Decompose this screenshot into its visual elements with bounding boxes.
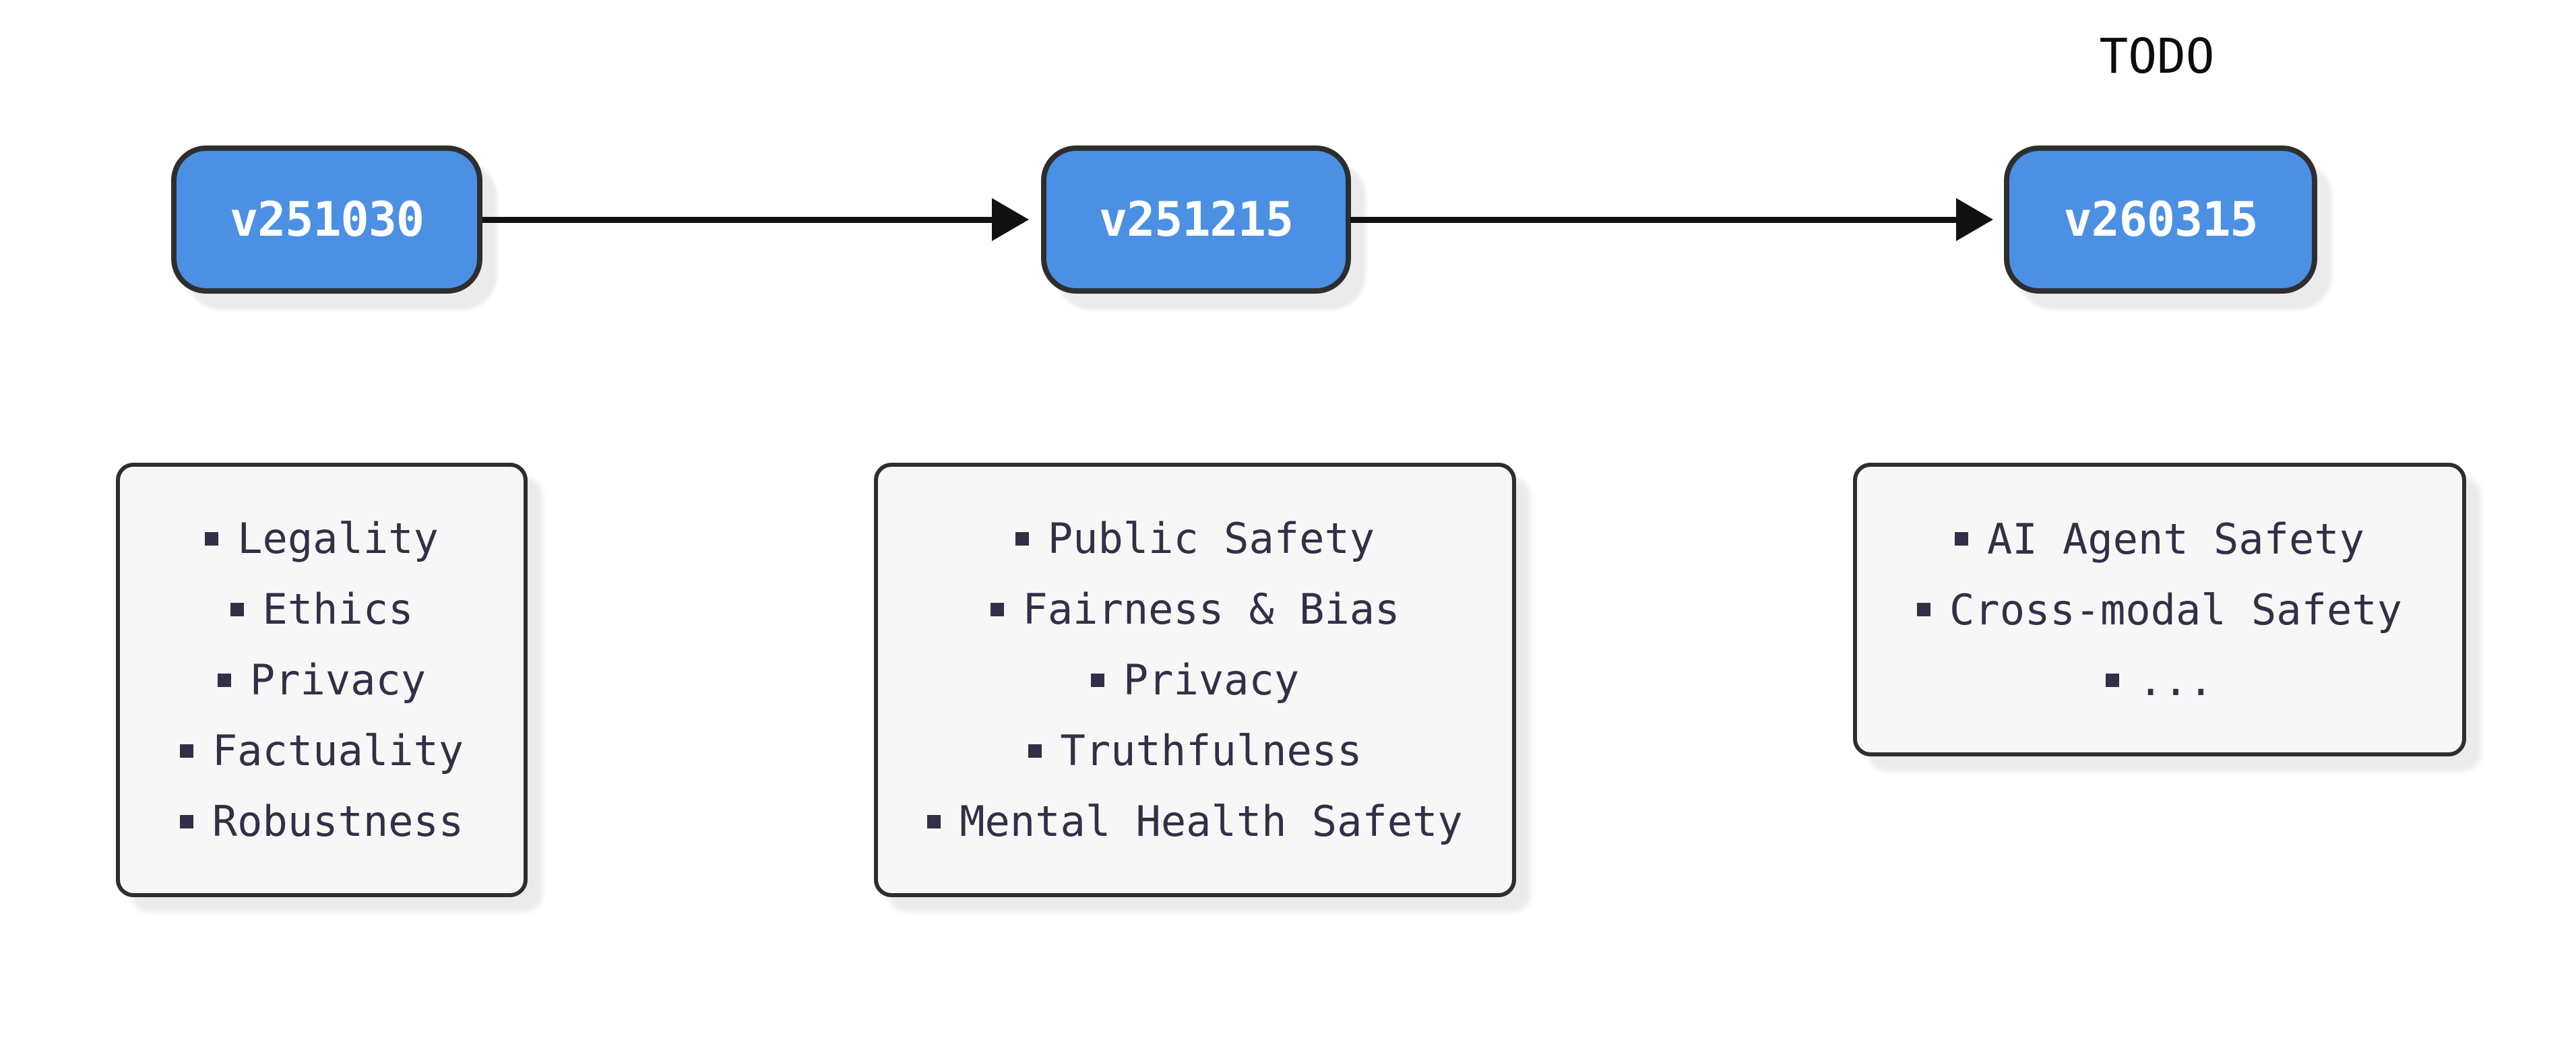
bullet-square-icon (1917, 603, 1931, 616)
edge-line-1 (482, 217, 992, 223)
list-item-label: Privacy (249, 655, 427, 705)
list-item: Mental Health Safety (927, 786, 1463, 857)
list-item: Legality (205, 503, 439, 574)
category-box-v260315: AI Agent Safety Cross-modal Safety ... (1853, 463, 2466, 756)
bullet-square-icon (179, 744, 193, 758)
node-v251215-label: v251215 (1098, 192, 1294, 247)
list-item: ... (2106, 645, 2213, 716)
list-item: Robustness (179, 786, 464, 857)
list-item-label: Truthfulness (1060, 726, 1362, 775)
category-box-v251030: Legality Ethics Privacy Factuality Robus… (116, 463, 528, 897)
list-item-label: Robustness (212, 797, 464, 846)
list-item: AI Agent Safety (1955, 504, 2364, 575)
bullet-square-icon (1015, 531, 1029, 546)
node-v260315: v260315 (2004, 145, 2317, 294)
todo-label: TODO (2099, 28, 2215, 84)
list-item: Fairness & Bias (990, 574, 1400, 645)
list-item-label: Factuality (212, 726, 464, 775)
category-box-v251215: Public Safety Fairness & Bias Privacy Tr… (874, 463, 1516, 897)
list-item-label: Mental Health Safety (960, 797, 1463, 846)
arrowhead-right-icon (1956, 198, 1993, 241)
node-v251030-label: v251030 (229, 192, 425, 247)
node-v260315-label: v260315 (2063, 192, 2258, 247)
list-item-label: Legality (237, 514, 439, 563)
bullet-square-icon (990, 602, 1004, 616)
arrowhead-right-icon (992, 198, 1029, 241)
list-item-label: AI Agent Safety (1987, 514, 2364, 564)
bullet-square-icon (2106, 674, 2119, 687)
list-item-label: ... (2138, 655, 2213, 705)
bullet-square-icon (205, 531, 219, 546)
list-item-label: Ethics (262, 585, 414, 634)
bullet-square-icon (1955, 532, 1969, 546)
list-item-label: Cross-modal Safety (1949, 585, 2402, 634)
bullet-square-icon (179, 814, 193, 828)
bullet-square-icon (1028, 744, 1042, 758)
bullet-square-icon (927, 814, 941, 828)
list-item: Privacy (217, 645, 427, 715)
list-item: Factuality (179, 715, 464, 786)
bullet-square-icon (1090, 673, 1104, 687)
list-item-label: Privacy (1123, 655, 1300, 705)
list-item: Public Safety (1015, 503, 1375, 574)
edge-line-2 (1350, 217, 1956, 223)
list-item: Truthfulness (1028, 715, 1362, 786)
list-item: Privacy (1090, 645, 1300, 715)
node-v251030: v251030 (171, 145, 482, 294)
list-item-label: Fairness & Bias (1022, 585, 1400, 634)
node-v251215: v251215 (1041, 145, 1351, 294)
list-item: Ethics (230, 574, 414, 645)
list-item: Cross-modal Safety (1917, 575, 2402, 645)
bullet-square-icon (217, 673, 231, 687)
list-item-label: Public Safety (1047, 514, 1375, 563)
bullet-square-icon (230, 602, 244, 616)
